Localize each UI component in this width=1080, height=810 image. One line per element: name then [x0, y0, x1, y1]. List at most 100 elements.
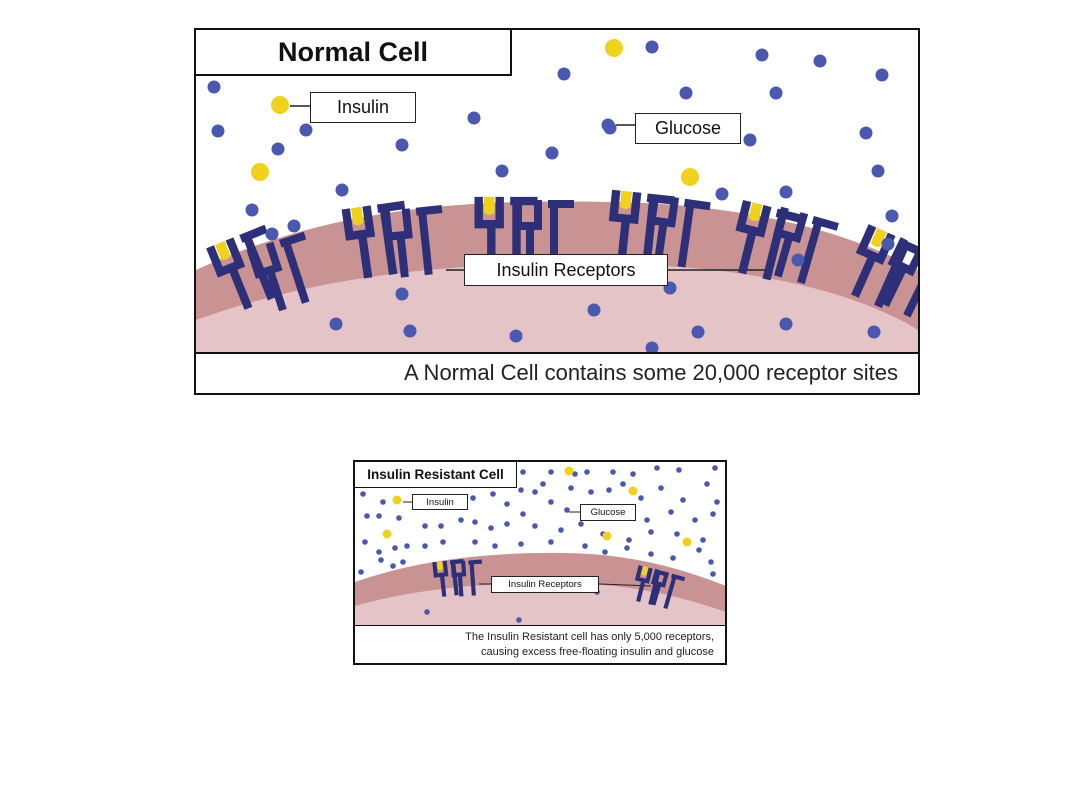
glucose-molecule	[638, 495, 644, 501]
insulin-receptor	[647, 194, 711, 268]
insulin-receptor	[881, 237, 918, 318]
insulin-resistant-cell-panel: Insulin Resistant Cell Insulin Glucose I…	[353, 460, 727, 665]
glucose-molecule	[395, 138, 409, 152]
panel-title: Insulin Resistant Cell	[355, 462, 517, 488]
insulin-molecule	[251, 163, 269, 181]
glucose-molecule	[458, 517, 464, 523]
glucose-molecule	[380, 499, 386, 505]
cell-interior	[355, 582, 725, 628]
insulin-molecule	[681, 168, 699, 186]
glucose-molecule	[885, 209, 899, 223]
insulin-receptor	[634, 565, 669, 605]
insulin-label: Insulin	[412, 494, 468, 510]
glucose-molecule	[714, 499, 720, 505]
glucose-molecule	[654, 465, 660, 471]
glucose-molecule	[287, 219, 301, 233]
glucose-molecule	[743, 133, 757, 147]
glucose-molecule	[509, 329, 523, 343]
glucose-molecule	[504, 501, 510, 507]
glucose-molecule	[245, 203, 259, 217]
panel-title: Normal Cell	[196, 30, 512, 76]
glucose-molecule	[422, 523, 428, 529]
glucose-molecule	[404, 543, 410, 549]
glucose-molecule	[564, 507, 570, 513]
glucose-molecule	[472, 539, 478, 545]
glucose-label: Glucose	[580, 504, 636, 521]
glucose-molecule	[390, 563, 396, 569]
bound-insulin	[214, 240, 231, 260]
glucose-molecule	[516, 617, 522, 623]
glucose-molecule	[712, 465, 718, 471]
glucose-molecule	[674, 531, 680, 537]
glucose-molecule	[755, 48, 769, 62]
glucose-molecule	[696, 547, 702, 553]
glucose-molecule	[532, 523, 538, 529]
glucose-molecule	[626, 537, 632, 543]
glucose-molecule	[710, 571, 716, 577]
glucose-molecule	[396, 515, 402, 521]
glucose-molecule	[875, 68, 889, 82]
bound-insulin	[748, 202, 763, 222]
panel-caption: The Insulin Resistant cell has only 5,00…	[355, 625, 725, 663]
glucose-molecule	[676, 467, 682, 473]
glucose-molecule	[715, 187, 729, 201]
caption-line-2: causing excess free-floating insulin and…	[481, 646, 714, 658]
glucose-molecules	[207, 40, 899, 352]
glucose-molecule	[488, 525, 494, 531]
glucose-molecule	[376, 513, 382, 519]
glucose-molecule	[490, 491, 496, 497]
glucose-molecule	[548, 469, 554, 475]
glucose-molecule	[335, 183, 349, 197]
glucose-molecule	[518, 541, 524, 547]
glucose-molecule	[710, 511, 716, 517]
insulin-receptor	[514, 200, 574, 268]
glucose-molecule	[588, 489, 594, 495]
glucose-molecule	[620, 481, 626, 487]
insulin-receptor	[246, 231, 310, 312]
glucose-molecule	[271, 142, 285, 156]
bound-insulin	[641, 566, 649, 576]
insulin-receptor	[381, 204, 443, 278]
glucose-molecule	[692, 517, 698, 523]
glucose-molecule	[495, 164, 509, 178]
glucose-molecule	[603, 121, 617, 135]
insulin-molecule	[628, 486, 638, 496]
glucose-molecule	[582, 543, 588, 549]
glucose-molecule	[520, 511, 526, 517]
glucose-molecule	[670, 555, 676, 561]
glucose-molecule	[532, 489, 538, 495]
glucose-molecule	[540, 481, 546, 487]
glucose-molecule	[602, 549, 608, 555]
glucose-molecule	[364, 513, 370, 519]
glucose-molecule	[400, 559, 406, 565]
glucose-molecule	[392, 545, 398, 551]
glucose-molecule	[440, 539, 446, 545]
panel-caption: A Normal Cell contains some 20,000 recep…	[196, 352, 918, 393]
glucose-molecule	[668, 509, 674, 515]
glucose-molecule	[492, 543, 498, 549]
glucose-molecule	[299, 123, 313, 137]
insulin-molecule	[602, 531, 612, 541]
glucose-molecule	[207, 80, 221, 94]
caption-line-1: The Insulin Resistant cell has only 5,00…	[465, 631, 714, 643]
glucose-molecule	[645, 341, 659, 352]
glucose-molecule	[606, 487, 612, 493]
insulin-molecule	[564, 466, 574, 476]
normal-cell-panel: Normal Cell Insulin Glucose Insulin Rece…	[194, 28, 920, 395]
glucose-molecule	[378, 557, 384, 563]
glucose-molecule	[584, 469, 590, 475]
glucose-molecule	[779, 317, 793, 331]
glucose-molecule	[358, 569, 364, 575]
glucose-molecule	[791, 253, 805, 267]
receptor-group	[206, 189, 918, 318]
glucose-molecule	[658, 485, 664, 491]
glucose-molecule	[871, 164, 885, 178]
insulin-receptor	[735, 199, 805, 281]
glucose-molecule	[779, 185, 793, 199]
glucose-molecule	[472, 519, 478, 525]
glucose-molecule	[700, 537, 706, 543]
glucose-molecule	[557, 67, 571, 81]
glucose-molecule	[859, 126, 873, 140]
glucose-molecule	[520, 469, 526, 475]
bound-insulin	[350, 206, 364, 226]
